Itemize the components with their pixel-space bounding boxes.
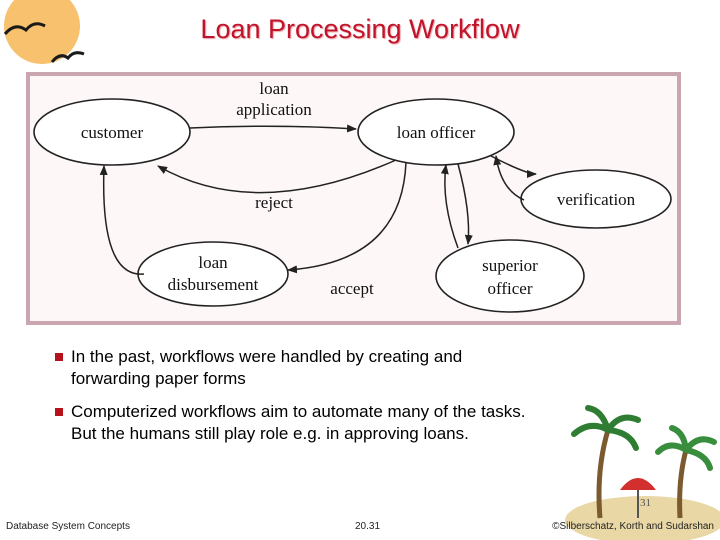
bird-icon [50, 51, 85, 63]
bullet-line: forwarding paper forms [71, 369, 246, 388]
footer-left: Database System Concepts [6, 521, 130, 532]
bullet-marker-icon [55, 353, 63, 361]
edge-loan-officer-to-superior [457, 163, 473, 245]
node-superior-officer: superior officer [435, 239, 585, 313]
edge-verification-to-loan-officer [493, 155, 525, 201]
palm-leaves-icon [571, 405, 641, 451]
bullet-item: Computerized workflows aim to automate m… [55, 401, 645, 445]
edge-label-loan-application-2: application [236, 100, 312, 119]
edge-superior-to-loan-officer [440, 164, 459, 249]
footer-right: ©Silberschatz, Korth and Sudarshan [552, 521, 714, 532]
node-loan-disbursement: loan disbursement [137, 241, 289, 307]
footer-center: 20.31 [355, 521, 381, 532]
node-customer-label: customer [81, 123, 144, 142]
edge-disbursement-to-customer [99, 165, 145, 275]
palm-leaves-icon [655, 425, 717, 471]
node-verification-label: verification [557, 190, 636, 209]
workflow-diagram: customer loan officer verification super… [26, 72, 681, 325]
node-loan-disbursement-label-1: loan [198, 253, 228, 272]
edge-label-loan-application-1: loan [259, 79, 289, 98]
slide-page-number: 31 [640, 497, 651, 509]
umbrella-icon [620, 478, 656, 490]
palm-island-decoration [565, 405, 720, 540]
edge-label-accept: accept [330, 279, 374, 298]
node-customer: customer [33, 98, 191, 166]
bullet-line: But the humans still play role e.g. in a… [71, 424, 469, 443]
bullet-list: In the past, workflows were handled by c… [55, 346, 645, 456]
node-superior-officer-label-1: superior [482, 256, 538, 275]
slide-title: Loan Processing Workflow [200, 14, 520, 44]
node-superior-officer-label-2: officer [488, 279, 533, 298]
sun-birds-logo [3, 0, 85, 64]
palm-tree-icon [596, 429, 611, 519]
palm-tree-icon [677, 449, 689, 519]
edge-loan-officer-to-customer-reject [157, 159, 397, 194]
bullet-marker-icon [55, 408, 63, 416]
bullet-line: In the past, workflows were handled by c… [71, 347, 463, 366]
node-verification: verification [520, 169, 672, 229]
bullet-item: In the past, workflows were handled by c… [55, 346, 645, 390]
edge-label-reject: reject [255, 193, 293, 212]
bird-icon [3, 22, 46, 36]
edge-loan-officer-to-disbursement-accept [287, 161, 407, 274]
node-loan-officer-label: loan officer [397, 123, 476, 142]
edge-customer-to-loan-officer [189, 124, 357, 133]
node-loan-officer: loan officer [357, 98, 515, 166]
bullet-line: Computerized workflows aim to automate m… [71, 402, 526, 421]
sun-icon [4, 0, 80, 64]
node-loan-disbursement-label-2: disbursement [168, 275, 259, 294]
